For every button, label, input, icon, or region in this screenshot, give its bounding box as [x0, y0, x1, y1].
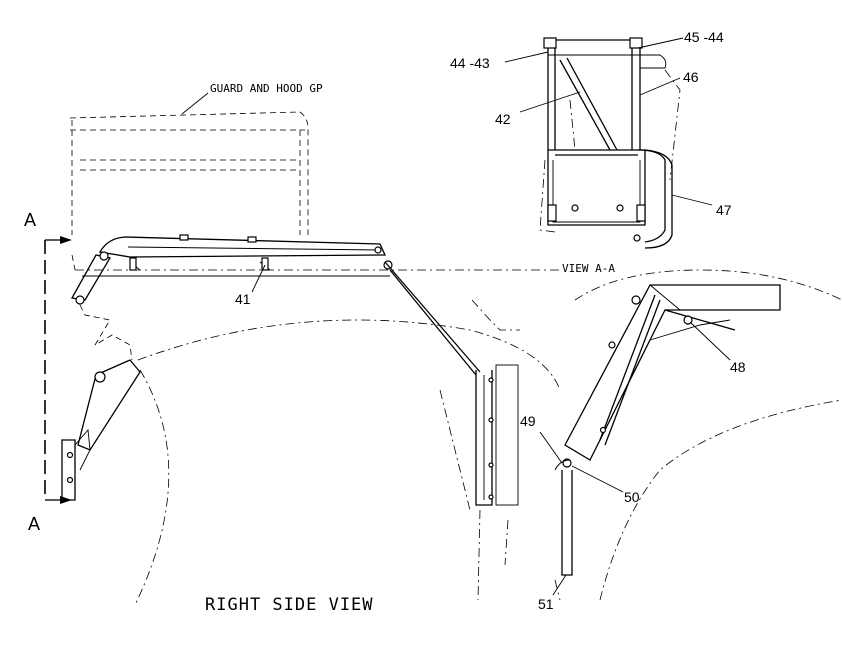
callout-48: 48 — [730, 359, 746, 375]
view-a-a: 44 -43 45 -44 46 42 47 VIEW A-A — [450, 29, 732, 275]
leader-47 — [671, 194, 713, 206]
leader-46 — [639, 77, 681, 96]
group-label: GUARD AND HOOD GP — [210, 82, 323, 95]
section-marker-bottom: A — [28, 514, 40, 534]
leader-49 — [539, 431, 563, 464]
leader-guard-hood — [181, 92, 209, 115]
callout-45-44: 45 -44 — [684, 29, 724, 45]
gas-strut-upper — [70, 251, 112, 305]
callout-51: 51 — [538, 596, 554, 612]
callout-50: 50 — [624, 489, 640, 505]
leader-44-43 — [504, 51, 549, 63]
leader-48 — [689, 321, 731, 361]
view-a-a-frame — [539, 37, 681, 249]
callout-42: 42 — [495, 111, 511, 127]
leader-51 — [552, 574, 567, 596]
main-view-title: RIGHT SIDE VIEW — [205, 595, 374, 615]
callout-47: 47 — [716, 202, 732, 218]
leader-42 — [519, 91, 581, 113]
detail-view-title: VIEW A-A — [562, 262, 615, 275]
section-line-a-a — [44, 236, 72, 504]
leader-45-44 — [637, 37, 684, 49]
guard-rail — [98, 234, 520, 601]
gas-strut-lower — [61, 359, 141, 501]
hood-outline — [69, 111, 560, 277]
callout-46: 46 — [683, 69, 699, 85]
callout-44-43: 44 -43 — [450, 55, 490, 71]
section-marker-top: A — [24, 210, 36, 230]
right-side-view: A A GUARD AND HOOD GP 41 RIGHT SIDE VIEW — [24, 82, 842, 615]
callout-49: 49 — [520, 413, 536, 429]
break-line — [79, 304, 133, 361]
wheel-fender — [134, 269, 842, 606]
leader-50 — [571, 465, 624, 493]
leader-41 — [251, 264, 266, 293]
callout-41: 41 — [235, 291, 251, 307]
lower-right-detail: 48 49 50 51 — [520, 284, 781, 612]
